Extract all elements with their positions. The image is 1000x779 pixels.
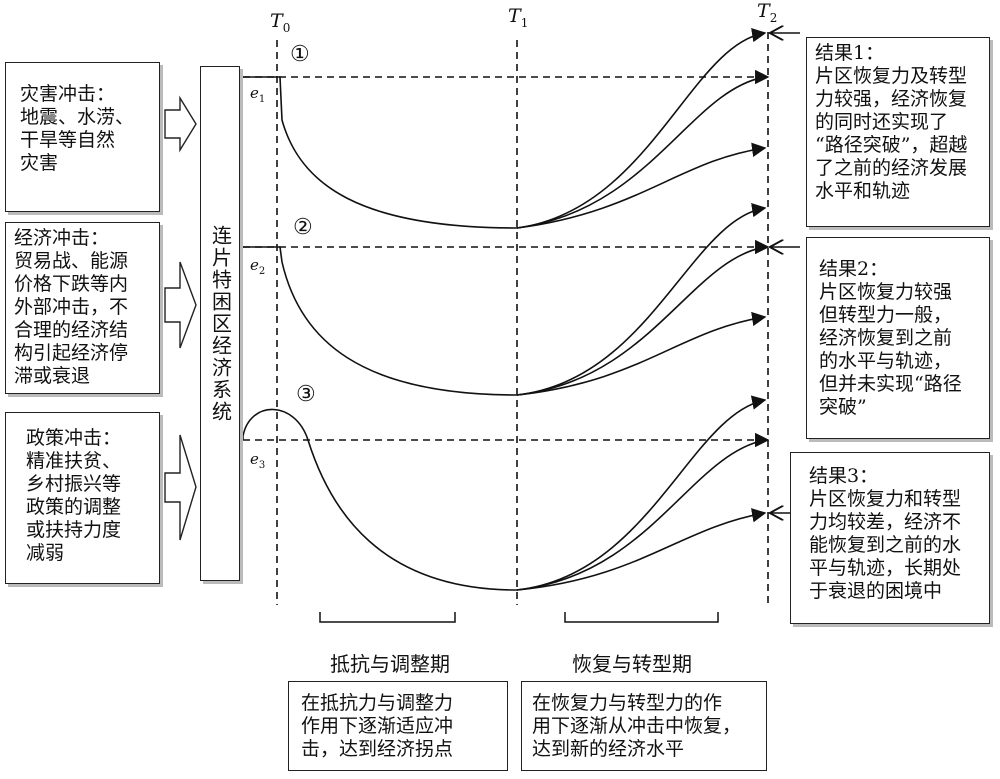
scenario-1-decline-curve bbox=[243, 76, 518, 229]
scenario-3-rise-curve bbox=[242, 408, 518, 591]
result-box-1: 结果1： 片区恢复力及转型 力较强，经济恢复 的同时还实现了 “路径突破”，超越… bbox=[806, 37, 990, 227]
phase-1-desc-box: 在抵抗力与调整力 作用下逐渐适应冲 击，达到经济拐点 bbox=[288, 681, 508, 771]
economic-system-label: 连片特困区经济系统 bbox=[208, 224, 233, 423]
e2-label: e2 bbox=[250, 256, 266, 277]
scenario-2-path-recover bbox=[516, 246, 766, 396]
result-box-3: 结果3： 片区恢复力和转型 力均较差，经济不 能恢复到之前的水 平与轨迹，长期处… bbox=[790, 452, 990, 624]
marker-3: ③ bbox=[296, 382, 316, 407]
phase-1-label: 抵抗与调整期 bbox=[330, 652, 450, 676]
phase-2-desc-box: 在恢复力与转型力的作 用下逐渐从冲击中恢复， 达到新的经济水平 bbox=[521, 681, 767, 771]
shock-box-economic: 经济冲击： 贸易战、能源 价格下跌等内 外部冲击，不 合理的经济结 构引起经济停… bbox=[5, 222, 160, 394]
scenario-2-decline-curve bbox=[243, 246, 518, 396]
phase-2-label: 恢复与转型期 bbox=[572, 652, 692, 676]
marker-2: ② bbox=[293, 215, 313, 240]
scenario-2-path-breakthrough bbox=[516, 202, 767, 396]
scenario-3-path-recover bbox=[516, 439, 766, 591]
scenario-1-path-decline bbox=[516, 142, 767, 229]
t0-label: T0 bbox=[270, 10, 291, 35]
result-box-2: 结果2： 片区恢复力较强 但转型力一般， 经济恢复到之前 的水平与轨迹， 但并未… bbox=[806, 237, 990, 439]
shock-arrow-3 bbox=[164, 434, 197, 541]
scenario-2-path-decline bbox=[516, 311, 767, 396]
scenario-3-path-breakthrough bbox=[516, 395, 767, 591]
shock-arrow-2 bbox=[164, 261, 197, 349]
e1-label: e1 bbox=[250, 84, 266, 105]
marker-1: ① bbox=[290, 42, 310, 67]
t1-label: T1 bbox=[508, 5, 529, 30]
scenario-3-path-decline bbox=[516, 508, 767, 591]
scenario-1-path-breakthrough bbox=[516, 27, 767, 229]
t2-label: T2 bbox=[757, 0, 778, 25]
scenario-1-path-recover bbox=[516, 76, 766, 229]
shock-box-disaster: 灾害冲击： 地震、水涝、 干旱等自然 灾害 bbox=[5, 62, 160, 212]
phase-1-brace bbox=[319, 612, 456, 623]
shock-box-policy: 政策冲击： 精准扶贫、 乡村振兴等 政策的调整 或扶持力度 减弱 bbox=[5, 412, 160, 584]
phase-2-brace bbox=[564, 612, 719, 623]
e3-label: e3 bbox=[250, 450, 266, 471]
economic-system-box: 连片特困区经济系统 bbox=[200, 66, 240, 581]
shock-arrow-1 bbox=[164, 95, 197, 153]
